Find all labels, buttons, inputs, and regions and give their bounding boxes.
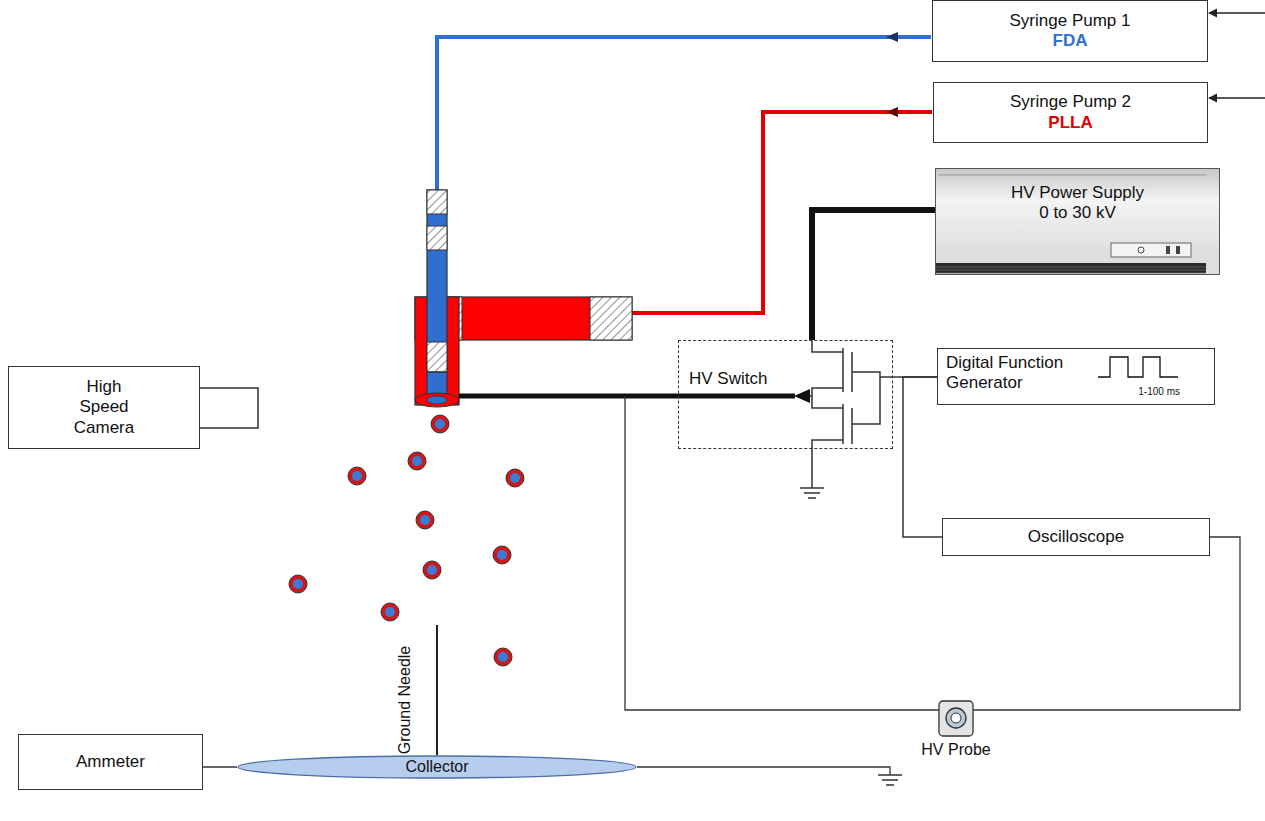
fda-feed-line bbox=[437, 37, 931, 192]
droplet-core bbox=[427, 565, 437, 575]
droplet-shell bbox=[493, 546, 511, 564]
pump-box: Syringe Pump 1FDA bbox=[932, 0, 1208, 62]
droplet-shell bbox=[381, 603, 399, 621]
droplet-core bbox=[498, 652, 508, 662]
function-generator-box: Digital Function Generator 1-100 ms bbox=[937, 348, 1215, 405]
droplet-core bbox=[385, 607, 395, 617]
hv-wire bbox=[459, 394, 795, 399]
input-arrow bbox=[1209, 97, 1265, 98]
nozzle-tip bbox=[415, 393, 459, 407]
tube-fitting bbox=[427, 226, 447, 250]
droplet-core bbox=[352, 471, 362, 481]
inner-needle bbox=[427, 190, 447, 405]
droplet-shell bbox=[289, 575, 307, 593]
needle-label: Ground Needle bbox=[395, 646, 414, 755]
vent-line bbox=[936, 267, 1206, 268]
droplet-core bbox=[435, 419, 445, 429]
node-text: Oscilloscope bbox=[1028, 527, 1124, 547]
flow-arrowhead bbox=[886, 32, 898, 42]
panel-switch bbox=[1176, 246, 1180, 254]
probe-wire bbox=[625, 396, 921, 710]
probe-lens bbox=[946, 708, 966, 728]
droplet-shell bbox=[431, 415, 449, 433]
nozzle-core bbox=[427, 396, 447, 404]
panel-knob bbox=[1138, 247, 1144, 253]
ground-needle bbox=[436, 625, 438, 755]
droplet-shell bbox=[416, 511, 434, 529]
droplet-core bbox=[412, 456, 422, 466]
bevel-line bbox=[938, 175, 1207, 176]
vent-line bbox=[936, 270, 1206, 271]
droplet-core bbox=[510, 473, 520, 483]
signal-wire bbox=[812, 210, 935, 340]
switch-output-arrow bbox=[794, 389, 810, 403]
droplet-group bbox=[289, 415, 524, 666]
droplet-shell bbox=[348, 467, 366, 485]
ground-symbol bbox=[878, 775, 902, 785]
node-text: HV Probe bbox=[921, 740, 990, 759]
camera-lens bbox=[200, 388, 258, 428]
signal-wire bbox=[991, 537, 1240, 710]
collector-ellipse bbox=[238, 756, 636, 778]
node-text: FDA bbox=[1053, 31, 1088, 51]
droplet-shell bbox=[494, 648, 512, 666]
collector-plate: Collector bbox=[237, 755, 637, 779]
node-text: Syringe Pump 1 bbox=[1010, 11, 1131, 31]
label-holder: Ground Needle bbox=[395, 646, 414, 755]
droplet-shell bbox=[408, 452, 426, 470]
node-text: PLLA bbox=[1048, 113, 1092, 133]
node-text: 1-100 ms bbox=[1138, 386, 1180, 398]
pulse-waveform bbox=[1098, 357, 1178, 377]
node-text: Ammeter bbox=[76, 752, 145, 772]
probe-body bbox=[939, 701, 973, 736]
flow-arrowhead bbox=[886, 107, 898, 117]
droplet-shell bbox=[423, 561, 441, 579]
node-text: HV Power Supply 0 to 30 kV bbox=[1008, 183, 1148, 224]
base-plate bbox=[936, 263, 1206, 273]
control-panel bbox=[1111, 243, 1191, 257]
droplet-core bbox=[293, 579, 303, 589]
camera-box: High Speed Camera bbox=[8, 366, 200, 449]
node-text: Syringe Pump 2 bbox=[1010, 92, 1131, 112]
vent-line bbox=[936, 273, 1206, 274]
input-arrow bbox=[1209, 12, 1265, 13]
transistor-symbol bbox=[812, 340, 893, 488]
node-text: High Speed Camera bbox=[69, 377, 139, 438]
node-text: HV Switch bbox=[689, 369, 767, 389]
panel-switch bbox=[1166, 246, 1170, 254]
switch-box: HV Switch bbox=[678, 340, 893, 449]
node-text: Collector bbox=[405, 759, 468, 775]
pump-box: Syringe Pump 2PLLA bbox=[933, 82, 1208, 143]
droplet-shell bbox=[506, 469, 524, 487]
probe-icon: HV Probe bbox=[921, 700, 991, 762]
tube-fitting bbox=[427, 190, 447, 214]
probe-lead bbox=[921, 709, 991, 710]
ground-symbol bbox=[800, 488, 824, 498]
power-supply-box: HV Power Supply 0 to 30 kV bbox=[935, 168, 1220, 275]
probe-lens bbox=[951, 713, 961, 723]
tube-joint bbox=[427, 371, 447, 372]
connector-group bbox=[203, 210, 1240, 767]
oscilloscope-box: Oscilloscope bbox=[942, 518, 1210, 556]
ground-wire bbox=[637, 767, 890, 775]
tube-fitting bbox=[427, 342, 447, 372]
ammeter-box: Ammeter bbox=[18, 734, 203, 790]
tube-fitting bbox=[590, 297, 632, 340]
droplet-core bbox=[420, 515, 430, 525]
node-text: Digital Function Generator bbox=[946, 353, 1081, 394]
signal-wire bbox=[203, 766, 237, 767]
droplet-core bbox=[497, 550, 507, 560]
